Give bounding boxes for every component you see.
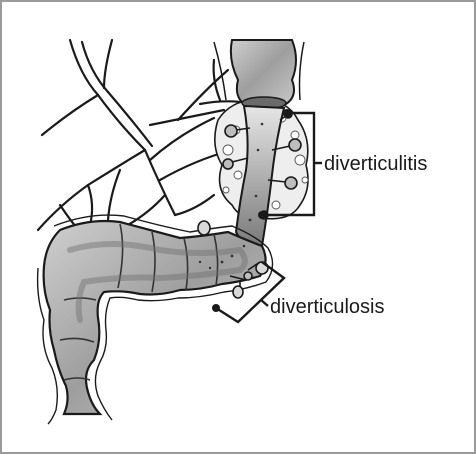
diverticulitis-label: diverticulitis [324, 153, 427, 175]
diverticulosis-label: diverticulosis [270, 296, 384, 318]
pointer-dot [283, 109, 291, 117]
colon-body [38, 215, 273, 424]
blood-vessels [38, 40, 240, 232]
descending-colon [214, 40, 304, 109]
pointer-dot [212, 304, 220, 312]
pointer-dot [258, 211, 266, 219]
